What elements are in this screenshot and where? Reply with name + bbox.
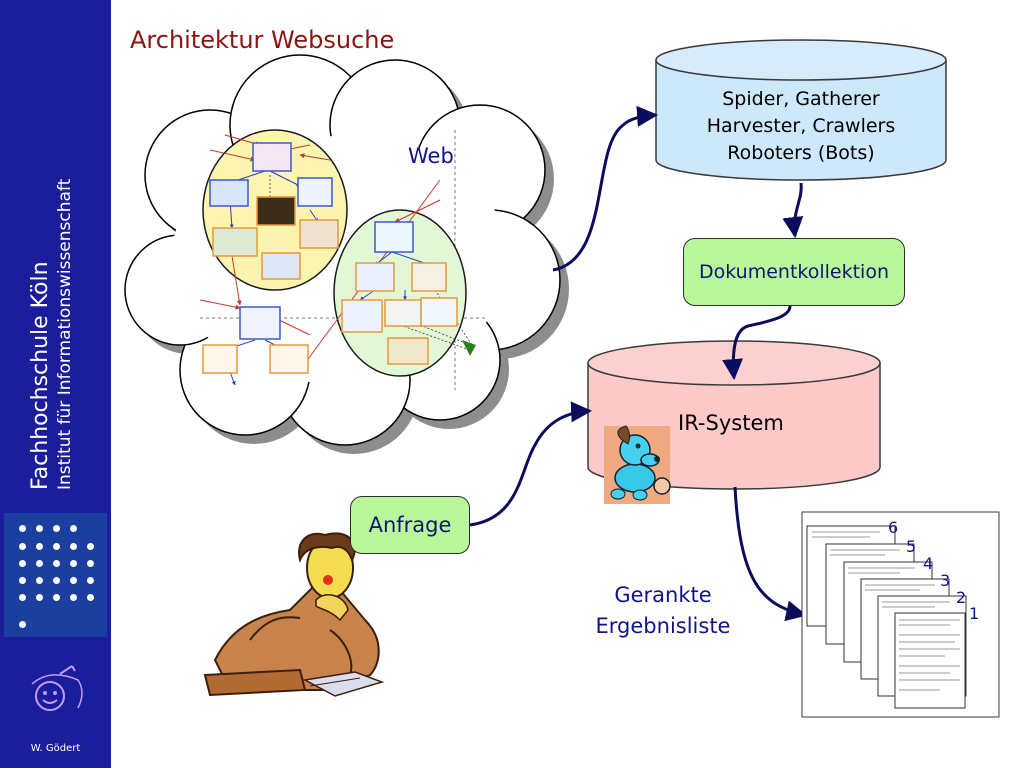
rank-3: 3 <box>940 571 951 590</box>
crawler-cylinder <box>655 39 947 181</box>
rank-6: 6 <box>888 518 899 537</box>
web-pages-graph <box>199 129 485 390</box>
result-documents <box>806 525 967 709</box>
rank-4: 4 <box>923 554 934 573</box>
dot-pattern <box>4 513 107 637</box>
ranked-result-line-1: Gerankte <box>614 583 712 607</box>
dog-mascot-icon <box>604 425 671 504</box>
author-label: W. Gödert <box>30 743 81 754</box>
thinking-person-icon <box>203 532 385 697</box>
rank-2: 2 <box>956 588 967 607</box>
query-label: Anfrage <box>368 513 452 537</box>
document-collection-box: Dokumentkollektion <box>683 238 905 306</box>
crawler-line-1: Spider, Gatherer <box>722 88 880 110</box>
ranked-result-line-2: Ergebnisliste <box>595 614 731 638</box>
crawler-line-3: Roboters (Bots) <box>727 142 875 164</box>
ranked-result-label: Gerankte Ergebnisliste <box>586 580 740 642</box>
web-label: Web <box>408 144 454 168</box>
crawler-line-2: Harvester, Crawlers <box>706 115 896 137</box>
flow-arrows <box>469 105 808 622</box>
rank-1: 1 <box>969 604 980 623</box>
ir-system-label: IR-System <box>678 411 784 435</box>
smiley-logo-icon <box>20 662 92 720</box>
crawler-label: Spider, Gatherer Harvester, Crawlers Rob… <box>656 86 946 167</box>
query-box: Anfrage <box>350 496 470 554</box>
rank-5: 5 <box>906 537 917 556</box>
sidebar: Fachhochschule Köln Institut für Informa… <box>0 0 111 768</box>
slide-title: Architektur Websuche <box>130 26 395 54</box>
document-collection-label: Dokumentkollektion <box>699 261 889 283</box>
